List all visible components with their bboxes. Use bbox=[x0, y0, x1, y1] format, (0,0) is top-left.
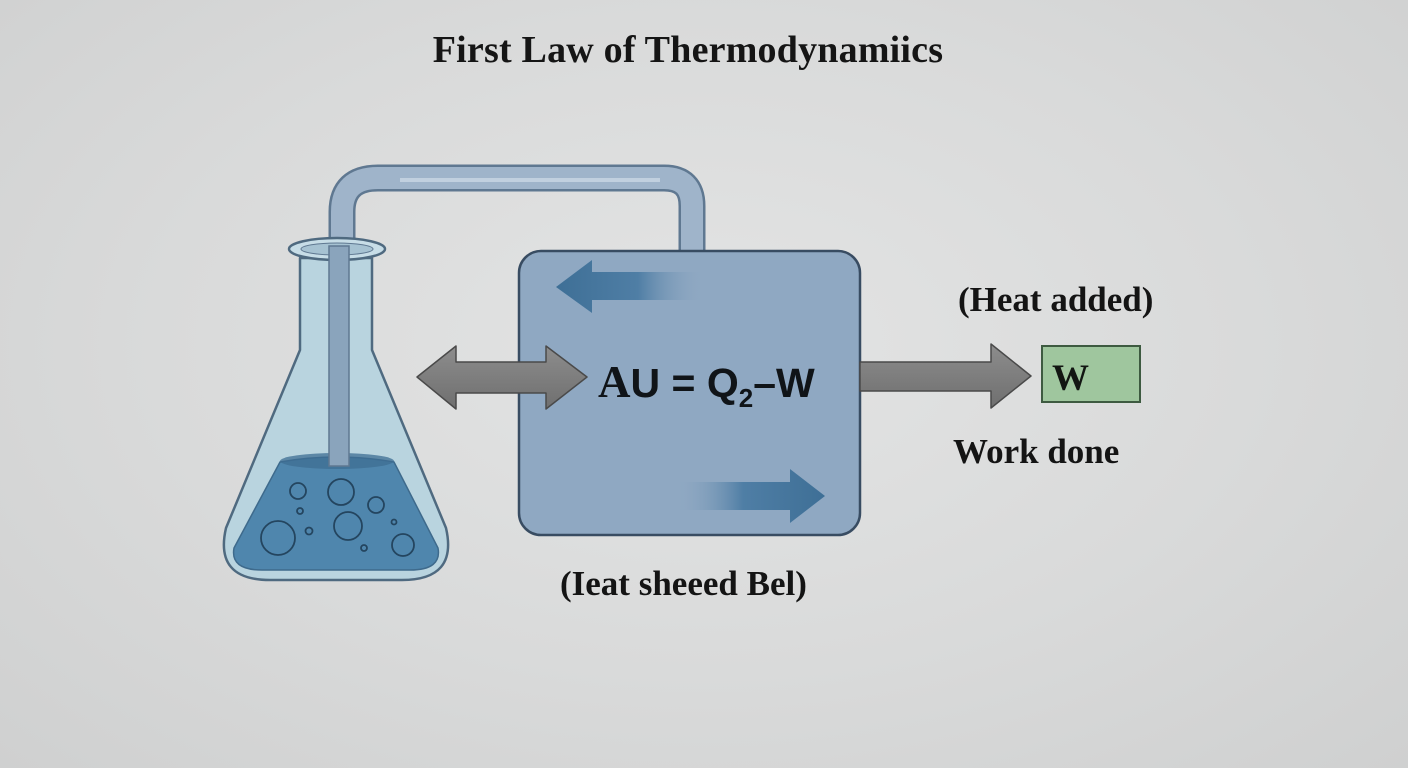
work-box-label: W bbox=[1052, 358, 1089, 399]
equation-lhs: U = Q bbox=[630, 360, 739, 406]
equation-subscript: 2 bbox=[738, 383, 754, 413]
delta-symbol: A bbox=[598, 357, 631, 407]
double-arrow-icon bbox=[416, 345, 588, 410]
left-flow-arrow-icon bbox=[556, 260, 705, 313]
work-done-label: Work done bbox=[953, 432, 1120, 471]
equation-rhs: –W bbox=[753, 360, 815, 406]
work-box: W bbox=[1041, 345, 1141, 403]
bottom-label: (Ieat sheeed Bel) bbox=[560, 564, 807, 603]
diagram-title: First Law of Thermodynamiics bbox=[432, 29, 944, 71]
flask-icon bbox=[222, 236, 450, 582]
right-flow-arrow-icon bbox=[676, 469, 825, 523]
connecting-tube bbox=[328, 164, 706, 252]
equation: AU = Q2–W bbox=[598, 356, 815, 414]
right-arrow-icon bbox=[859, 343, 1032, 409]
heat-added-label: (Heat added) bbox=[958, 280, 1154, 319]
